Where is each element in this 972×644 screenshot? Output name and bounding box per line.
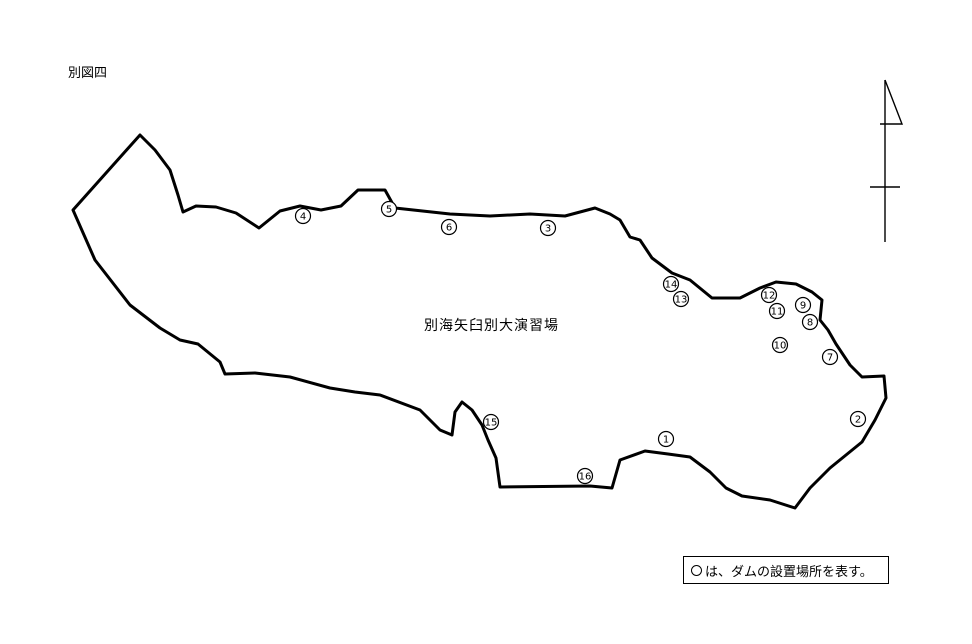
- dam-marker-number: 10: [774, 341, 787, 352]
- dam-marker-number: 12: [763, 291, 776, 302]
- figure-label: 別図四: [68, 66, 108, 81]
- dam-marker-circle: [768, 302, 786, 320]
- dam-marker-6: 6: [440, 218, 458, 236]
- dam-marker-2: 2: [849, 410, 867, 428]
- north-arrow-icon: [870, 79, 904, 242]
- dam-marker-9: 9: [794, 296, 812, 314]
- legend-text: は、ダムの設置場所を表す。: [705, 564, 873, 580]
- dam-marker-circle: [482, 413, 500, 431]
- dam-marker-11: 11: [768, 302, 786, 320]
- dam-marker-number: 7: [827, 353, 833, 364]
- dam-marker-1: 1: [657, 430, 675, 448]
- legend-box: は、ダムの設置場所を表す。: [683, 556, 889, 584]
- dam-marker-number: 16: [579, 472, 592, 483]
- dam-marker-4: 4: [294, 207, 312, 225]
- dam-marker-circle: [657, 430, 675, 448]
- dam-marker-number: 5: [386, 205, 392, 216]
- circle-symbol-icon: [691, 564, 702, 576]
- dam-marker-number: 9: [800, 301, 806, 312]
- dam-marker-circle: [380, 200, 398, 218]
- dam-marker-circle: [771, 336, 789, 354]
- dam-marker-circle: [576, 467, 594, 485]
- dam-marker-7: 7: [821, 348, 839, 366]
- dam-marker-number: 6: [446, 223, 452, 234]
- dam-marker-12: 12: [760, 286, 778, 304]
- dam-marker-number: 1: [663, 435, 669, 446]
- dam-marker-number: 2: [855, 415, 861, 426]
- dam-marker-circle: [539, 219, 557, 237]
- dam-marker-5: 5: [380, 200, 398, 218]
- dam-marker-14: 14: [662, 275, 680, 293]
- dam-marker-number: 8: [807, 318, 813, 329]
- dam-marker-number: 4: [300, 212, 306, 223]
- training-area-boundary: [71, 133, 888, 510]
- dam-marker-circle: [821, 348, 839, 366]
- dam-marker-13: 13: [672, 290, 690, 308]
- dam-marker-circle: [760, 286, 778, 304]
- dam-marker-circle: [294, 207, 312, 225]
- dam-marker-circle: [662, 275, 680, 293]
- dam-marker-number: 14: [665, 280, 678, 291]
- dam-marker-circle: [672, 290, 690, 308]
- dam-marker-number: 13: [675, 295, 688, 306]
- dam-marker-number: 15: [485, 418, 498, 429]
- dam-marker-15: 15: [482, 413, 500, 431]
- dam-marker-circle: [440, 218, 458, 236]
- dam-marker-number: 11: [771, 307, 784, 318]
- dam-marker-circle: [794, 296, 812, 314]
- dam-marker-circle: [801, 313, 819, 331]
- dam-marker-8: 8: [801, 313, 819, 331]
- site-name-label: 別海矢臼別大演習場: [424, 318, 559, 334]
- dam-marker-10: 10: [771, 336, 789, 354]
- dam-marker-circle: [849, 410, 867, 428]
- dam-marker-16: 16: [576, 467, 594, 485]
- dam-marker-number: 3: [545, 224, 551, 235]
- dam-marker-3: 3: [539, 219, 557, 237]
